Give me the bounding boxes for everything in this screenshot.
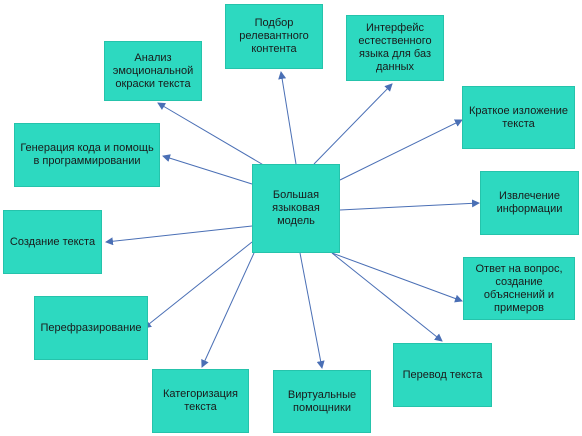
arrow-to-paraphrasing (143, 241, 253, 329)
arrow-to-information-extraction (339, 199, 480, 211)
node-relevant-content: Подбор релевантного контента (225, 4, 323, 69)
arrow-to-virtual-assistants (299, 252, 325, 369)
node-label: Анализ эмоциональной окраски текста (112, 51, 194, 90)
arrow-to-question-answering (331, 252, 463, 303)
node-question-answering: Ответ на вопрос, создание объяснений и п… (463, 257, 575, 320)
node-nl-db-interface: Интерфейс естественного языка для баз да… (346, 15, 444, 81)
node-label: Генерация кода и помощь в программирован… (20, 142, 154, 167)
arrow-to-text-categorization (201, 252, 255, 368)
node-translation: Перевод текста (393, 343, 492, 407)
node-label: Интерфейс естественного языка для баз да… (358, 22, 432, 73)
node-label: Извлечение информации (496, 190, 563, 215)
node-label: Виртуальные помощники (287, 388, 357, 414)
center-node-llm: Большая языковая модель (252, 164, 340, 253)
node-virtual-assistants: Виртуальные помощники (273, 370, 371, 433)
node-label: Перевод текста (402, 368, 483, 381)
node-code-generation: Генерация кода и помощь в программирован… (14, 123, 160, 187)
arrow-to-summarization (339, 119, 463, 181)
node-label: Категоризация текста (162, 388, 239, 413)
node-text-categorization: Категоризация текста (152, 369, 249, 433)
node-label: Подбор релевантного контента (239, 17, 309, 55)
node-text-creation: Создание текста (3, 210, 102, 274)
arrow-to-text-creation (105, 225, 253, 246)
node-sentiment-analysis: Анализ эмоциональной окраски текста (104, 41, 202, 101)
arrow-to-relevant-content (278, 71, 297, 165)
node-label: Перефразирование (40, 321, 142, 334)
arrow-to-code-generation (162, 154, 253, 185)
node-label: Ответ на вопрос, создание объяснений и п… (475, 262, 563, 314)
node-summarization: Краткое изложение текста (462, 86, 575, 149)
node-label: Создание текста (9, 235, 96, 248)
node-information-extraction: Извлечение информации (480, 171, 579, 235)
arrow-to-translation (331, 252, 443, 342)
center-node-label: Большая языковая модель (272, 189, 320, 227)
arrow-to-sentiment-analysis (157, 102, 273, 171)
node-paraphrasing: Перефразирование (34, 296, 148, 360)
arrow-to-nl-db-interface (313, 83, 393, 165)
node-label: Краткое изложение текста (468, 104, 569, 130)
